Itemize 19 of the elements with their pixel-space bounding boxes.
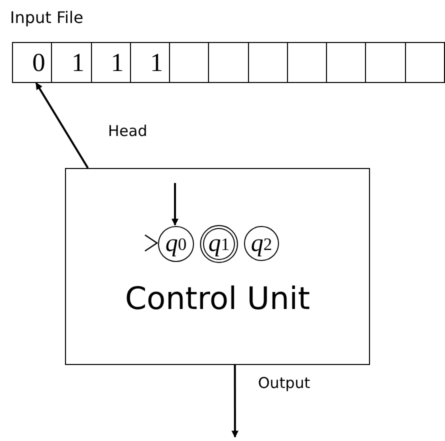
edge-label: Head (108, 122, 148, 140)
tape-cell (365, 42, 406, 83)
tape-cell (286, 42, 328, 83)
tape-cell (404, 42, 445, 83)
arrow (172, 183, 178, 226)
tape-heading: Input File (10, 8, 84, 27)
tape-cell (208, 42, 249, 83)
tape-cell (326, 42, 366, 83)
arrow (232, 365, 238, 438)
tape-cell (248, 42, 288, 83)
tape-cell (169, 42, 210, 83)
arrow (35, 82, 89, 169)
control-unit-box (65, 168, 370, 365)
box-title: Control Unit (124, 281, 312, 317)
tape-cell: 1 (130, 42, 170, 83)
tape-cell: 1 (90, 42, 131, 83)
edge-label: Output (258, 374, 310, 392)
tape-cell: 1 (51, 42, 92, 83)
tape-cell: 0 (12, 42, 52, 83)
